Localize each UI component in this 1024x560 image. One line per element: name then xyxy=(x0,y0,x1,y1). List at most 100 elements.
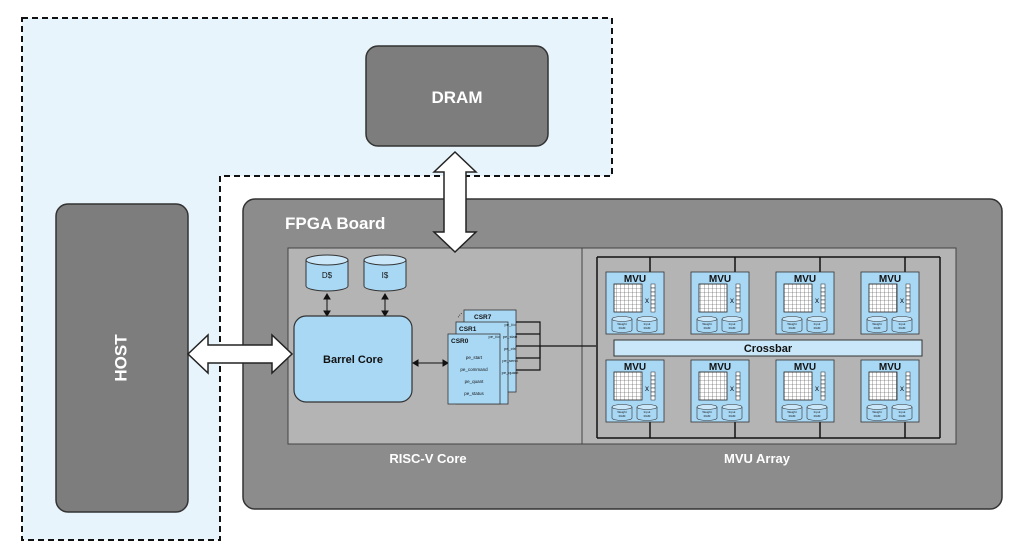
mvu-grid xyxy=(613,371,643,401)
ram-label: Weight xyxy=(787,322,796,326)
csr7-field: pe_quant xyxy=(502,370,520,375)
ram-label: Weight xyxy=(617,322,626,326)
mvu-label: MVU xyxy=(879,362,901,373)
ram-label: RAM xyxy=(899,326,906,330)
ram-label: RAM xyxy=(874,326,881,330)
multiply-sign: x xyxy=(815,384,819,393)
mvu-bus-lines xyxy=(596,256,941,439)
csr1-field: pe_i/o xyxy=(489,334,501,339)
mvu-label: MVU xyxy=(794,274,816,285)
dcache-cylinder xyxy=(305,254,349,292)
csr7-field: pe_send xyxy=(502,358,517,363)
csr0-label: CSR0 xyxy=(451,338,469,345)
ram-label: RAM xyxy=(644,414,651,418)
ram-label: RAM xyxy=(789,414,796,418)
mvu-grid xyxy=(613,283,643,313)
mvu-label: MVU xyxy=(624,274,646,285)
core-csr-arrow xyxy=(412,359,449,367)
csr0-field: pe_command xyxy=(460,367,488,372)
crossbar-block xyxy=(613,339,923,357)
ram-label: Weight xyxy=(872,410,881,414)
ram-label: Weight xyxy=(702,410,711,414)
csr0-field: pe_status xyxy=(464,391,484,396)
csr1-label: CSR1 xyxy=(459,326,477,333)
ram-label: Input xyxy=(644,410,651,414)
barrel-core-block xyxy=(293,315,413,403)
barrel-core-label: Barrel Core xyxy=(323,354,383,366)
dram-block xyxy=(365,45,549,147)
csr-stack xyxy=(447,309,517,405)
host-block xyxy=(55,203,189,513)
csr7-label: CSR7 xyxy=(474,314,492,321)
mvu-units: MVUxWeightRAMInputRAMMVUxWeightRAMInputR… xyxy=(605,271,920,423)
multiply-sign: x xyxy=(645,384,649,393)
host-label: HOST xyxy=(111,334,130,382)
ram-label: Input xyxy=(814,410,821,414)
ram-label: RAM xyxy=(619,414,626,418)
fpga-board-label: FPGA Board xyxy=(285,214,385,233)
crossbar-label: Crossbar xyxy=(744,343,793,355)
csr7-field: pe_i/o xyxy=(505,322,517,327)
ram-label: RAM xyxy=(704,414,711,418)
ram-label: Weight xyxy=(617,410,626,414)
csr0-field: pe_start xyxy=(466,355,483,360)
ram-label: RAM xyxy=(704,326,711,330)
multiply-sign: x xyxy=(815,296,819,305)
mvu-label: MVU xyxy=(709,274,731,285)
csr7-field: pe_start xyxy=(503,334,518,339)
risc-v-core-label: RISC-V Core xyxy=(389,451,466,466)
dram-label: DRAM xyxy=(432,88,483,107)
ram-label: RAM xyxy=(899,414,906,418)
ram-label: RAM xyxy=(729,414,736,418)
dcache-label: D$ xyxy=(322,271,333,280)
ram-label: RAM xyxy=(874,414,881,418)
csr0-field: pe_quant xyxy=(465,379,485,384)
ram-label: Weight xyxy=(702,322,711,326)
icache-label: I$ xyxy=(382,271,389,280)
ram-label: Weight xyxy=(872,322,881,326)
icache-cylinder xyxy=(363,254,407,292)
mvu-grid xyxy=(868,283,898,313)
mvu-grid xyxy=(698,371,728,401)
ram-label: Weight xyxy=(787,410,796,414)
ram-label: Input xyxy=(729,410,736,414)
ram-label: RAM xyxy=(619,326,626,330)
mvu-grid xyxy=(783,283,813,313)
ram-label: RAM xyxy=(814,326,821,330)
multiply-sign: x xyxy=(645,296,649,305)
ram-label: Input xyxy=(899,322,906,326)
ram-label: Input xyxy=(899,410,906,414)
multiply-sign: x xyxy=(730,384,734,393)
mvu-grid xyxy=(698,283,728,313)
cache-arrows xyxy=(323,293,389,317)
csr-dots: ... xyxy=(453,308,464,319)
multiply-sign: x xyxy=(900,296,904,305)
mvu-label: MVU xyxy=(709,362,731,373)
csr7-field: pe_ctrl xyxy=(504,346,516,351)
ram-label: Input xyxy=(814,322,821,326)
mvu-array-label: MVU Array xyxy=(724,451,791,466)
ram-label: RAM xyxy=(789,326,796,330)
ram-label: RAM xyxy=(814,414,821,418)
